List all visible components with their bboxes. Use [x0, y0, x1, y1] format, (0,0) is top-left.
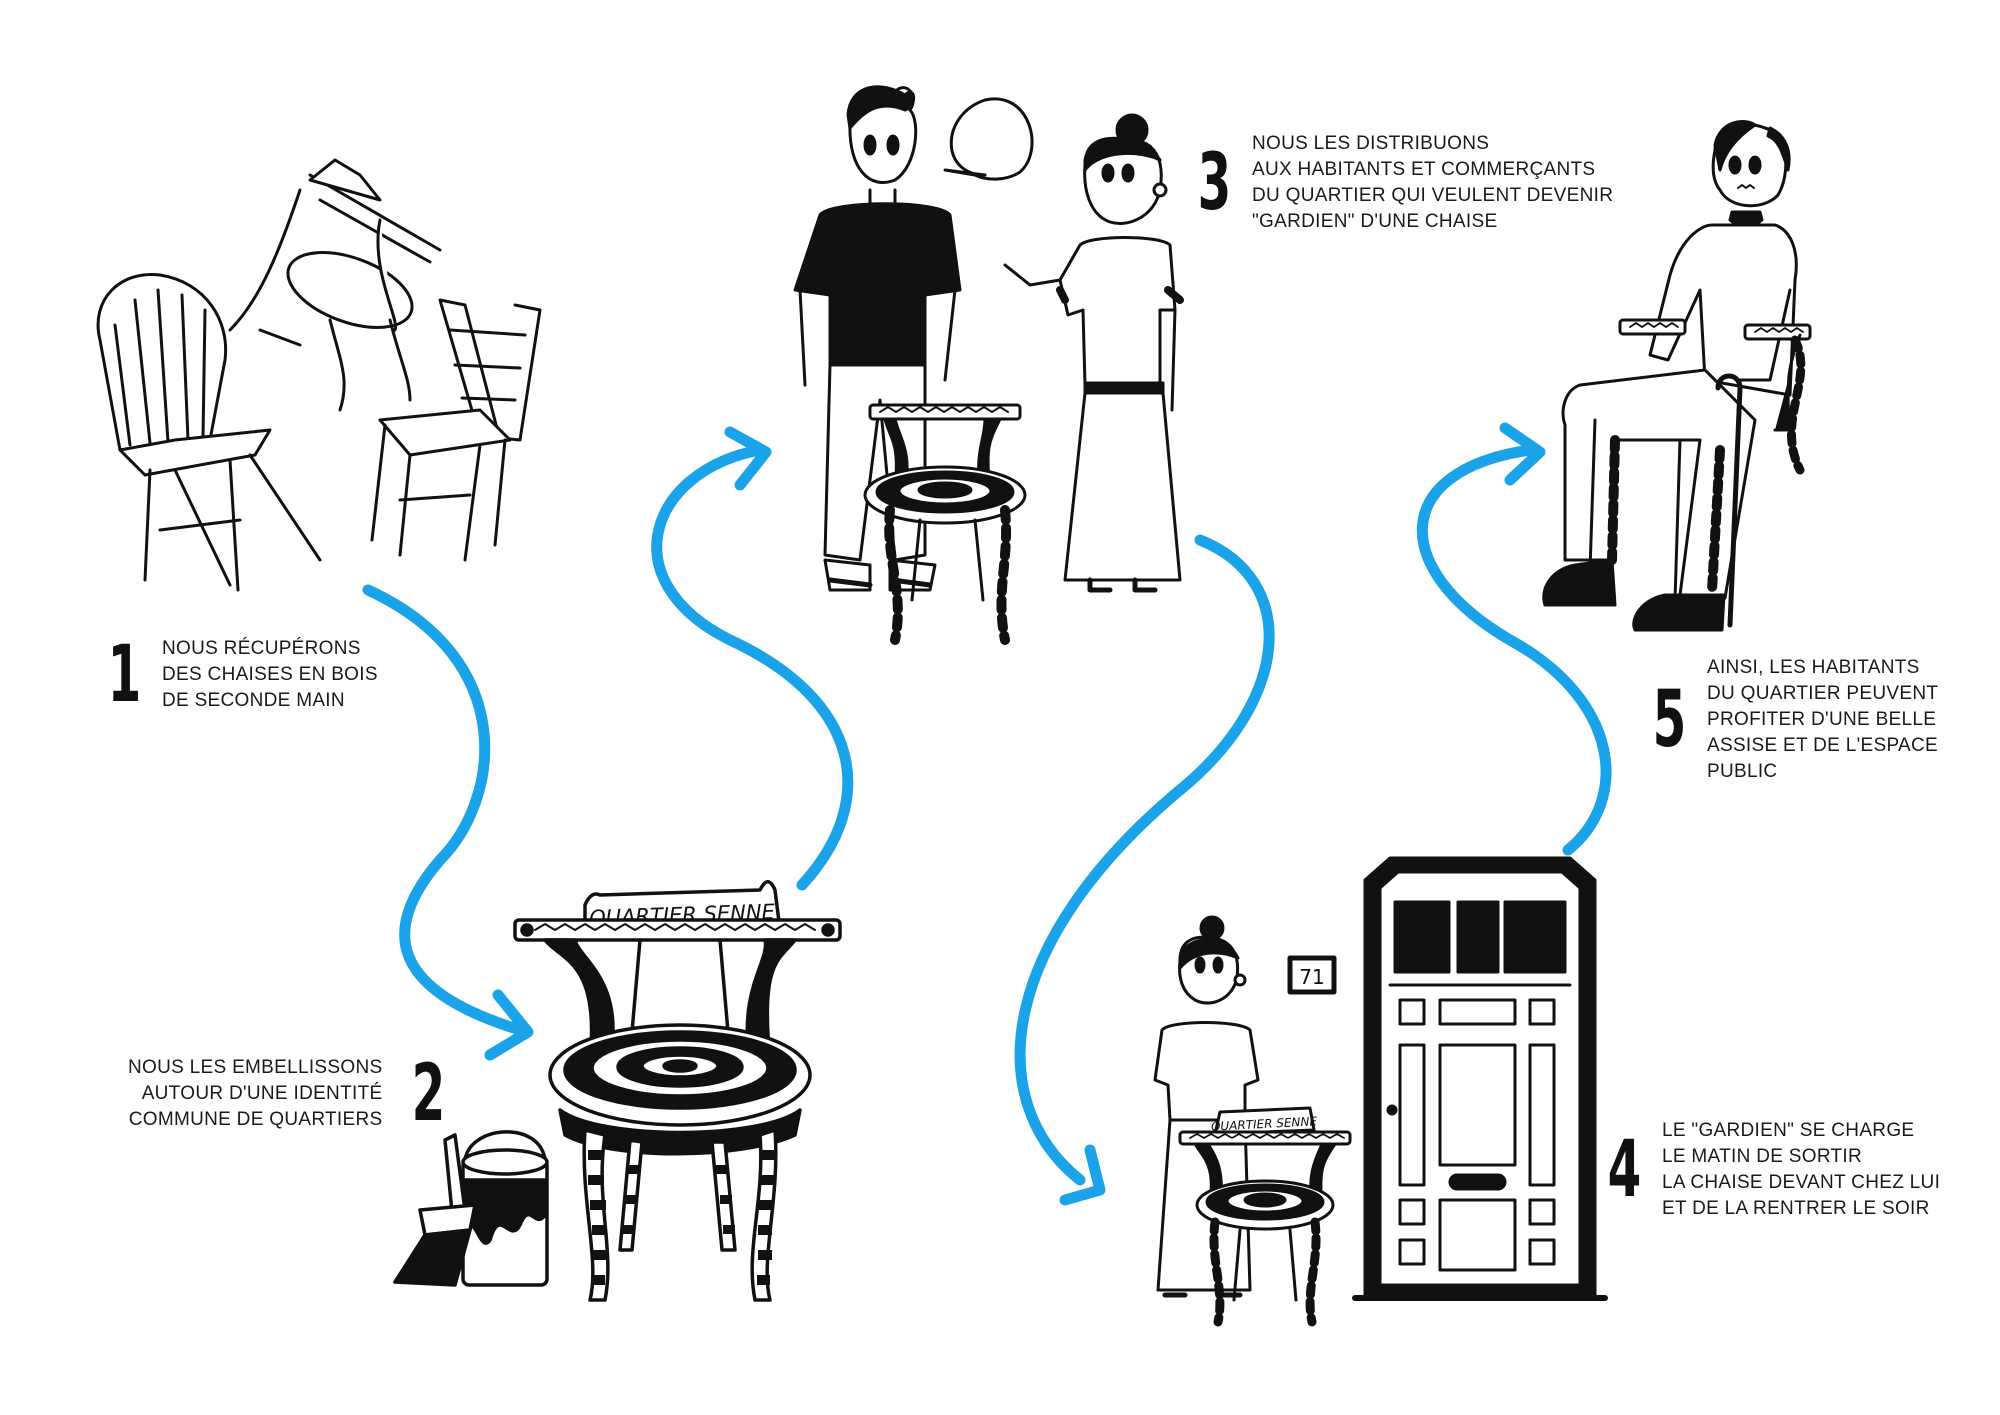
flow-arrow-3-to-4 [1014, 534, 1275, 1186]
step-text-4: LE "GARDIEN" SE CHARGE LE MATIN DE SORTI… [1662, 1118, 1940, 1222]
step-3-line: DU QUARTIER QUI VEULENT DEVENIR [1252, 185, 1614, 206]
step-4-line: LA CHAISE DEVANT CHEZ LUI [1662, 1172, 1941, 1193]
arrowhead-1-to-2 [484, 989, 534, 1061]
step-text-2: NOUS LES EMBELLISSONS AUTOUR D'UNE IDENT… [128, 1055, 382, 1133]
step-4: 4 LE "GARDIEN" SE CHARGE LE MATIN DE SOR… [1600, 1118, 1940, 1222]
step-1-line: DE SECONDE MAIN [162, 690, 345, 711]
seated-resident-illustration [1542, 120, 1812, 632]
step-3-line: "GARDIEN" D'UNE CHAISE [1252, 211, 1498, 232]
step-5-line: PROFITER D'UNE BELLE [1707, 709, 1937, 730]
step-4-line: LE "GARDIEN" SE CHARGE [1662, 1120, 1915, 1141]
step-1: 1 NOUS RÉCUPÉRONS DES CHAISES EN BOIS DE… [100, 636, 378, 714]
step-3-line: AUX HABITANTS ET COMMERÇANTS [1252, 159, 1596, 180]
arrowhead-4-to-5 [1499, 422, 1546, 486]
step-text-3: NOUS LES DISTRIBUONS AUX HABITANTS ET CO… [1252, 131, 1613, 235]
step-text-5: AINSI, LES HABITANTS DU QUARTIER PEUVENT… [1707, 655, 1938, 785]
distribution-scene-illustration [793, 85, 1184, 645]
step-2-line: COMMUNE DE QUARTIERS [128, 1109, 383, 1130]
flow-arrow-1-to-2 [362, 584, 526, 1036]
flow-arrow-4-to-5 [1417, 444, 1612, 856]
windsor-chair-icon [96, 272, 322, 592]
decorated-chair-illustration: QUARTIER SENNE [393, 880, 842, 1302]
paint-can-icon [461, 1130, 549, 1287]
step-2: 2 NOUS LES EMBELLISSONS AUTOUR D'UNE IDE… [128, 1049, 446, 1139]
second-hand-chairs-illustration [96, 158, 542, 592]
step-4-line: LE MATIN DE SORTIR [1662, 1146, 1863, 1167]
step-2-line: NOUS LES EMBELLISSONS [128, 1057, 383, 1078]
step-5: 5 AINSI, LES HABITANTS DU QUARTIER PEUVE… [1645, 655, 1938, 785]
step-number-4: 4 [1607, 1125, 1642, 1215]
step-text-1: NOUS RÉCUPÉRONS DES CHAISES EN BOIS DE S… [162, 636, 378, 714]
bentwood-chair-upside-down-icon [228, 158, 442, 412]
speech-bubble-icon [943, 97, 1034, 181]
step-1-line: NOUS RÉCUPÉRONS [162, 638, 361, 659]
step-number-2: 2 [412, 1049, 446, 1139]
arrowhead-2-to-3 [724, 426, 772, 491]
walking-cane-icon [1715, 373, 1743, 628]
step-3: 3 NOUS LES DISTRIBUONS AUX HABITANTS ET … [1190, 131, 1613, 235]
small-decorated-chair-icon [863, 403, 1027, 645]
ladder-back-chair-icon [370, 298, 542, 562]
step-2-line: AUTOUR D'UNE IDENTITÉ [141, 1083, 383, 1104]
house-number-text: 71 [1299, 965, 1324, 989]
chair-sign-text-small: QUARTIER SENNE [1211, 1114, 1318, 1134]
woman-figure [1003, 113, 1184, 593]
step-number-1: 1 [107, 630, 142, 720]
step-5-line: DU QUARTIER PEUVENT [1707, 683, 1939, 704]
step-3-line: NOUS LES DISTRIBUONS [1252, 133, 1490, 154]
paint-brush-icon [393, 1133, 477, 1287]
step-number-5: 5 [1652, 675, 1687, 765]
flow-arrow-2-to-3 [651, 444, 854, 891]
guardian-woman-figure [1153, 915, 1260, 1298]
step-5-line: PUBLIC [1707, 761, 1778, 782]
step-5-line: AINSI, LES HABITANTS [1707, 657, 1920, 678]
step-number-3: 3 [1197, 138, 1232, 228]
guardian-door-illustration: 71 [1153, 856, 1608, 1327]
step-1-line: DES CHAISES EN BOIS [162, 664, 378, 685]
guardian-chair-icon: QUARTIER SENNE [1178, 1106, 1352, 1327]
arrowhead-3-to-4 [1059, 1144, 1106, 1206]
step-4-line: ET DE LA RENTRER LE SOIR [1662, 1198, 1930, 1219]
step-5-line: ASSISE ET DE L'ESPACE [1707, 735, 1938, 756]
